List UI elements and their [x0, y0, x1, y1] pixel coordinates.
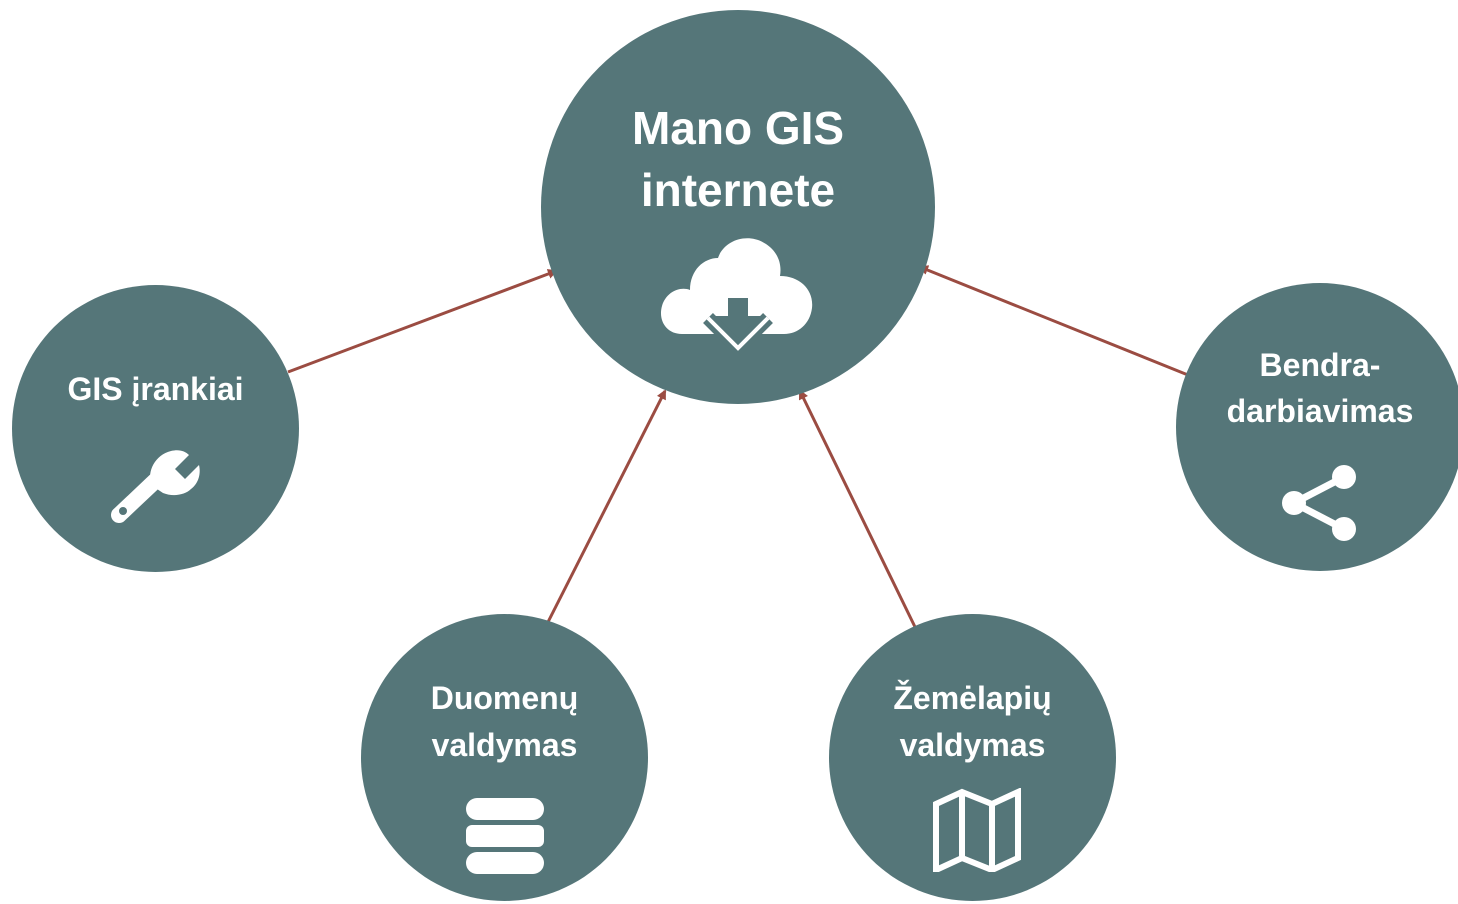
node-map-management-label-line2: valdymas — [899, 727, 1046, 763]
node-data-management-label-line1: Duomenų — [430, 680, 579, 716]
arrow-collaboration-to-center — [918, 265, 1189, 377]
database-icon — [466, 798, 544, 874]
node-gis-tools-label: GIS įrankiai — [67, 371, 244, 407]
node-collaboration-label-line1: Bendra- — [1259, 347, 1381, 383]
node-map-management-label-line1: Žemėlapių — [893, 680, 1052, 716]
node-collaboration: Bendra- darbiavimas — [1176, 283, 1458, 571]
arrow-data-to-center — [544, 389, 667, 627]
center-node-title-line1: Mano GIS — [631, 102, 845, 154]
share-icon — [1282, 465, 1356, 541]
node-data-management-label-line2: valdymas — [431, 727, 578, 763]
center-node: Mano GIS internete — [541, 10, 935, 404]
node-data-management: Duomenų valdymas — [361, 614, 648, 901]
arrow-tools-to-center — [287, 269, 558, 374]
center-node-title-line2: internete — [640, 164, 836, 216]
wrench-icon — [111, 450, 200, 523]
node-collaboration-label-line2: darbiavimas — [1226, 393, 1414, 429]
arrow-maps-to-center — [798, 389, 918, 630]
node-map-management: Žemėlapių valdymas — [829, 614, 1116, 901]
cloud-download-icon — [660, 238, 813, 358]
node-gis-tools: GIS įrankiai — [12, 285, 299, 572]
map-icon — [933, 788, 1021, 872]
